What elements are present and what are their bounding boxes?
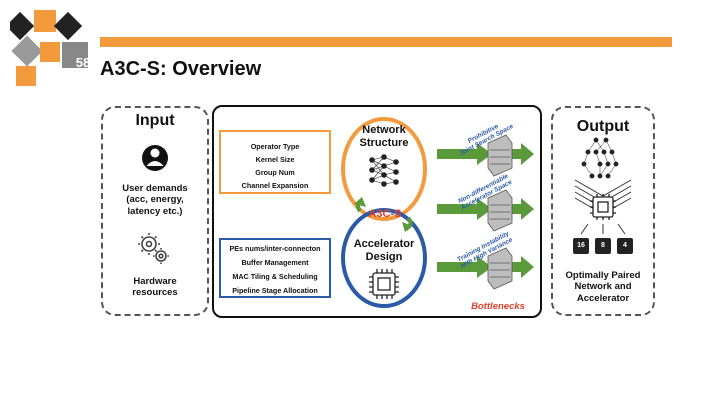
input-panel: Input (101, 106, 209, 316)
brick-walls (487, 134, 513, 290)
bottlenecks-label: Bottlenecks (471, 301, 525, 312)
output-chip-icon (590, 194, 616, 220)
output-network-icon (581, 137, 619, 179)
output-title: Output (576, 118, 630, 135)
logo-number: 58 (75, 55, 91, 70)
network-structure-label: Network Structure (359, 124, 409, 150)
bottleneck-arrows (437, 143, 534, 278)
slide-title: A3C-S: Overview (100, 58, 262, 80)
accelerator-design-label: Accelerator Design (353, 238, 415, 264)
chip-label-2: 8 (601, 242, 605, 249)
accelerator-ring (341, 208, 427, 308)
network-ring (341, 117, 427, 221)
output-caption: Optimally Paired Network and Accelerator (565, 270, 641, 304)
gears-icon (138, 233, 169, 264)
hardware-resources-text: Hardware resources (132, 276, 178, 299)
output-panel: Output (551, 106, 655, 316)
chip-icon (369, 269, 399, 299)
chip-label-1: 16 (577, 242, 585, 249)
conference-logo: 58 (5, 8, 94, 88)
neural-network-icon (369, 154, 399, 187)
output-mini-chips (573, 238, 633, 254)
network-space-box: Operator Type Kernel Size Group Num Chan… (219, 130, 331, 194)
input-title: Input (135, 112, 175, 129)
title-accent-bar (100, 37, 672, 47)
user-icon (142, 145, 168, 171)
a3cs-label: A3C-S (368, 208, 402, 220)
accelerator-space-box: PEs nums/inter-connecton Buffer Manageme… (219, 238, 331, 298)
user-demands-text: User demands (acc, energy, latency etc.) (122, 183, 188, 217)
chip-label-3: 4 (623, 242, 627, 249)
